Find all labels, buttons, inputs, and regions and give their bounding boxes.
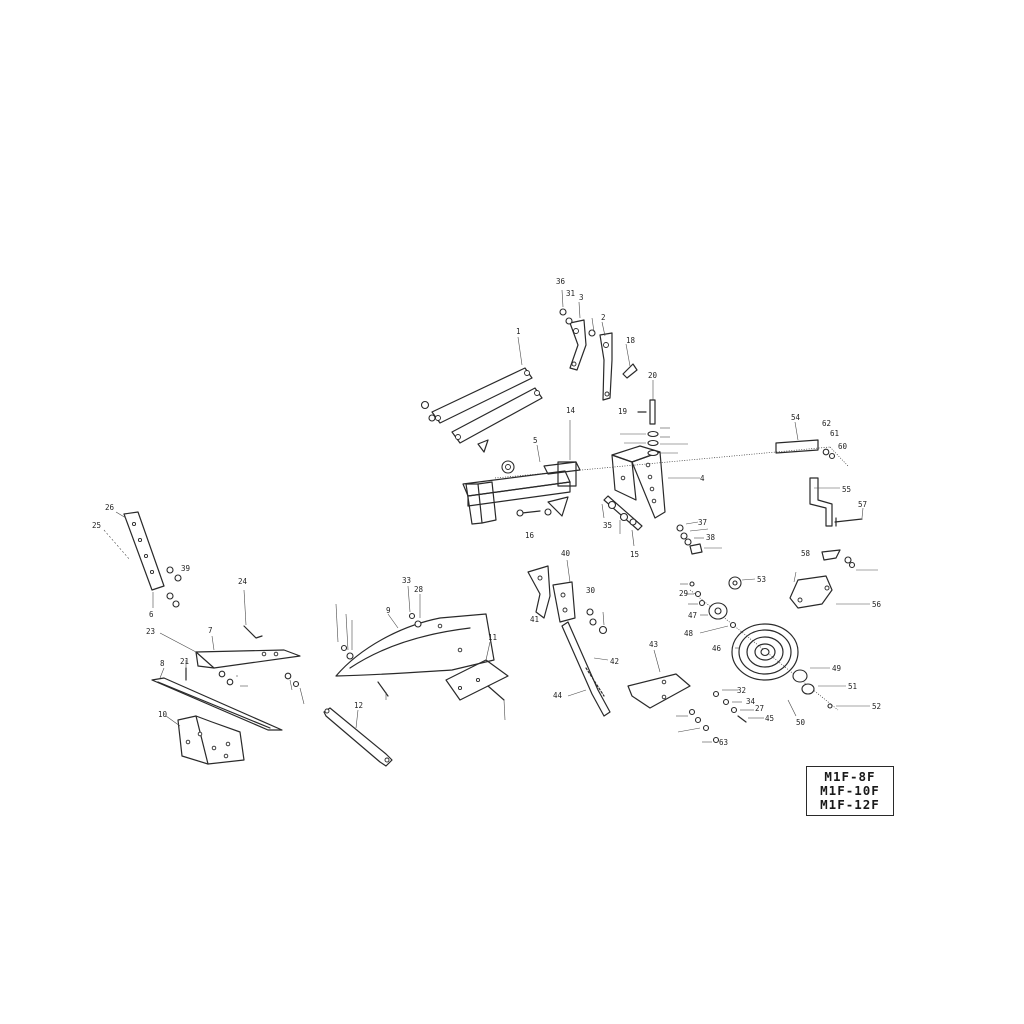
- callout-50: 50: [796, 718, 806, 727]
- callout-29: 29: [679, 589, 688, 598]
- model-line-1: M1F-8F: [824, 769, 876, 784]
- callout-30: 30: [586, 586, 596, 595]
- landside-plate: [627, 649, 797, 744]
- callout-58: 58: [801, 549, 811, 558]
- callout-numbers: 1 2 3 4 5 6 7 8 9 10 11 12 14 15 16 18 1…: [92, 277, 882, 747]
- callout-2: 2: [601, 313, 606, 322]
- callout-28: 28: [414, 585, 424, 594]
- callout-31: 31: [566, 289, 575, 298]
- callout-54: 54: [791, 413, 801, 422]
- callout-56: 56: [872, 600, 882, 609]
- callout-20: 20: [648, 371, 658, 380]
- callout-27: 27: [755, 704, 764, 713]
- model-designation-box: M1F-8F M1F-10F M1F-12F: [806, 766, 894, 816]
- callout-19: 19: [618, 407, 627, 416]
- callout-40: 40: [561, 549, 571, 558]
- pivot-arm-assembly: [775, 421, 864, 527]
- callout-46: 46: [712, 644, 722, 653]
- callout-52: 52: [872, 702, 881, 711]
- coulter-bracket: [527, 559, 608, 635]
- callout-37: 37: [698, 518, 707, 527]
- hitch-tower: [611, 445, 700, 519]
- callout-16: 16: [525, 531, 535, 540]
- callout-38: 38: [706, 533, 716, 542]
- model-line-2: M1F-10F: [820, 783, 880, 798]
- callout-49: 49: [832, 664, 841, 673]
- callout-51: 51: [848, 682, 857, 691]
- callout-61: 61: [830, 429, 839, 438]
- lower-pivot-bracket: [789, 549, 878, 609]
- callout-47: 47: [688, 611, 697, 620]
- callout-10: 10: [158, 710, 168, 719]
- callout-63: 63: [719, 738, 728, 747]
- share: [445, 641, 509, 721]
- top-brackets: [559, 289, 638, 401]
- main-beam: [462, 420, 831, 525]
- centre-fasteners: [516, 495, 722, 555]
- callout-15: 15: [630, 550, 639, 559]
- callout-11: 11: [488, 633, 497, 642]
- coulter-rod: [561, 621, 611, 717]
- coulter-disc: [680, 576, 870, 711]
- callout-21: 21: [180, 657, 189, 666]
- callout-4: 4: [700, 474, 705, 483]
- callout-14: 14: [566, 406, 576, 415]
- callout-33: 33: [402, 576, 411, 585]
- callout-9: 9: [386, 606, 391, 615]
- shin: [151, 660, 283, 731]
- callout-7: 7: [208, 626, 213, 635]
- callout-60: 60: [838, 442, 848, 451]
- callout-3: 3: [579, 293, 584, 302]
- callout-25: 25: [92, 521, 101, 530]
- callout-8: 8: [160, 659, 165, 668]
- callout-43: 43: [649, 640, 658, 649]
- callout-53: 53: [757, 575, 766, 584]
- callout-12: 12: [354, 701, 363, 710]
- callout-1: 1: [516, 327, 521, 336]
- brace: [323, 707, 393, 767]
- callout-41: 41: [530, 615, 539, 624]
- heel-plate: [165, 715, 245, 765]
- callout-35: 35: [603, 521, 612, 530]
- pin-stack: [620, 380, 688, 457]
- callout-57: 57: [858, 500, 867, 509]
- callout-44: 44: [553, 691, 563, 700]
- callout-45: 45: [765, 714, 774, 723]
- frog-plate: [159, 589, 305, 705]
- callout-39: 39: [181, 564, 190, 573]
- callout-34: 34: [746, 697, 756, 706]
- mouldboard: [335, 585, 495, 700]
- parallel-links: [420, 336, 543, 453]
- model-line-3: M1F-12F: [820, 797, 880, 812]
- callout-55: 55: [842, 485, 851, 494]
- callout-18: 18: [626, 336, 636, 345]
- callout-32: 32: [737, 686, 746, 695]
- callout-6: 6: [149, 610, 154, 619]
- callout-24: 24: [238, 577, 248, 586]
- upright-bar: [103, 511, 182, 608]
- callout-5: 5: [533, 436, 538, 445]
- callout-62: 62: [822, 419, 831, 428]
- callout-48: 48: [684, 629, 694, 638]
- callout-26: 26: [105, 503, 115, 512]
- callout-42: 42: [610, 657, 619, 666]
- callout-23: 23: [146, 627, 155, 636]
- callout-36: 36: [556, 277, 566, 286]
